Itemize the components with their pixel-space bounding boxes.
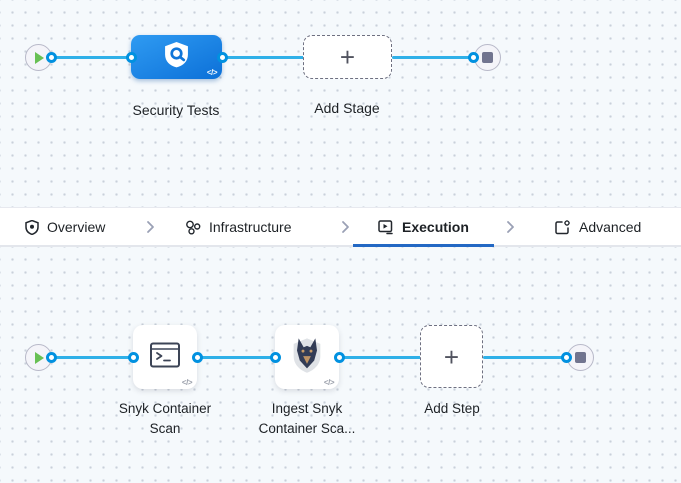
tab-overview[interactable]: Overview	[25, 208, 105, 246]
step-label-line: Scan	[149, 421, 181, 436]
connector-port[interactable]	[561, 351, 572, 363]
snyk-dog-icon	[288, 335, 326, 380]
shield-icon	[25, 219, 39, 235]
tab-label: Advanced	[579, 219, 642, 235]
connector-port[interactable]	[126, 51, 137, 63]
step-card-snyk-container-scan[interactable]: </>	[133, 325, 197, 389]
play-icon	[35, 351, 44, 364]
add-step-button[interactable]: +	[420, 325, 483, 388]
code-badge: </>	[206, 68, 218, 77]
connector-wire	[222, 55, 305, 59]
connector-wire	[339, 355, 421, 359]
infrastructure-icon	[186, 220, 201, 235]
stage-label: Security Tests	[132, 102, 220, 118]
step-label-line: Snyk Container	[118, 401, 212, 416]
tab-execution[interactable]: Execution	[378, 208, 469, 246]
stage-flow-canvas: </> + Security Tests Add Stage	[0, 0, 681, 207]
stage-config-tabbar: Overview Infrastructure Execution	[0, 207, 681, 247]
connector-port[interactable]	[334, 351, 345, 363]
step-end-node	[567, 344, 594, 371]
connector-port[interactable]	[217, 51, 228, 63]
connector-port[interactable]	[128, 351, 139, 363]
code-badge: </>	[181, 378, 193, 387]
add-stage-button[interactable]: +	[303, 35, 392, 79]
tab-infrastructure[interactable]: Infrastructure	[185, 208, 291, 246]
connector-wire	[51, 55, 133, 59]
tab-label: Execution	[402, 219, 469, 235]
active-tab-underline	[353, 244, 494, 247]
connector-port[interactable]	[46, 51, 57, 63]
plus-icon: +	[339, 42, 356, 72]
step-card-ingest-snyk[interactable]: </>	[275, 325, 339, 389]
step-label-line: Ingest Snyk	[271, 401, 343, 416]
chevron-right-icon	[506, 208, 515, 246]
play-icon	[35, 51, 44, 64]
security-shield-icon	[163, 41, 190, 73]
connector-port[interactable]	[468, 51, 479, 63]
connector-wire	[483, 355, 568, 359]
connector-wire	[51, 355, 135, 359]
tab-label: Infrastructure	[209, 219, 292, 235]
plus-icon: +	[443, 341, 460, 372]
stop-icon	[482, 52, 493, 63]
code-badge: </>	[323, 378, 335, 387]
add-stage-label: Add Stage	[314, 100, 380, 116]
connector-port[interactable]	[46, 351, 57, 363]
stage-card-security-tests[interactable]: </>	[131, 35, 222, 79]
connector-wire	[197, 355, 277, 359]
execution-step-canvas: </> </> + Snyk Cont	[0, 247, 681, 483]
connector-port[interactable]	[270, 351, 281, 363]
tab-advanced[interactable]: Advanced	[555, 208, 641, 246]
stop-icon	[575, 352, 586, 363]
step-label: Ingest Snyk Container Sca...	[222, 399, 392, 439]
advanced-icon	[555, 219, 570, 234]
connector-wire	[392, 55, 475, 59]
chevron-right-icon	[341, 208, 350, 246]
terminal-run-icon	[149, 341, 181, 374]
step-label: Snyk Container Scan	[80, 399, 250, 439]
chevron-right-icon	[146, 208, 155, 246]
tab-label: Overview	[47, 219, 106, 235]
execution-icon	[378, 219, 393, 234]
add-step-label: Add Step	[424, 401, 480, 416]
connector-port[interactable]	[192, 351, 203, 363]
step-label-line: Container Sca...	[258, 421, 356, 436]
